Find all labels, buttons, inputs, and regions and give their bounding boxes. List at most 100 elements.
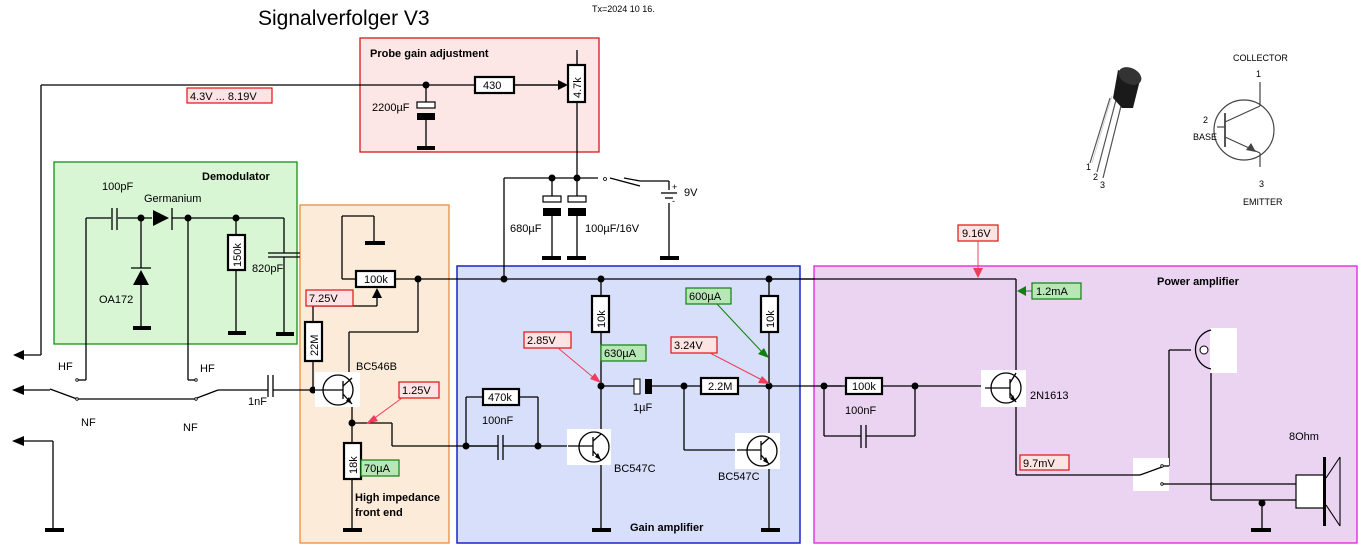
probe-output-arrow-icon [13, 350, 24, 360]
svg-text:630µA: 630µA [604, 348, 637, 360]
frontend-title-line1: High impedance [355, 492, 440, 504]
transistor-bc547c-left: BC547C [567, 429, 656, 475]
current-label-1-2ma: 1.2mA [1031, 282, 1082, 300]
hf-nf-switch-right[interactable] [193, 384, 221, 402]
svg-text:1µF: 1µF [633, 402, 652, 414]
capacitor-100nf-gain: 100nF [482, 415, 513, 460]
resistor-10k-right: 10k [759, 294, 780, 334]
svg-text:100k: 100k [852, 381, 876, 393]
power-block-title: Power amplifier [1157, 276, 1240, 288]
resistor-100k-power: 100k [844, 376, 884, 396]
battery-9v: + - 9V [661, 182, 698, 206]
ground-icon [417, 146, 435, 150]
headphone-jack[interactable] [1194, 328, 1237, 373]
capacitor-680uf: 680µF [510, 195, 562, 235]
svg-text:2.2M: 2.2M [708, 381, 732, 393]
svg-text:470k: 470k [488, 392, 512, 404]
resistor-22m: 22M [303, 320, 324, 363]
capacitor-100pf: 100pF [102, 181, 133, 230]
svg-text:9V: 9V [684, 187, 698, 199]
capacitor-1uf: 1µF [633, 378, 652, 414]
current-label-630ua: 630µA [600, 344, 647, 362]
svg-text:BC547C: BC547C [614, 463, 656, 475]
gain-block-title: Gain amplifier [630, 522, 704, 534]
svg-text:70µA: 70µA [364, 463, 391, 475]
potentiometer-100k: 100k [354, 269, 397, 289]
svg-text:4.7k: 4.7k [572, 77, 584, 98]
diode-oa172: OA172 [99, 267, 151, 306]
capacitor-100nf-power: 100nF [845, 405, 876, 448]
svg-text:100pF: 100pF [102, 181, 133, 193]
svg-text:1: 1 [1256, 69, 1261, 79]
svg-text:100nF: 100nF [482, 415, 513, 427]
power-supply-wiring [503, 174, 679, 277]
svg-text:BASE: BASE [1193, 132, 1217, 142]
svg-text:-: - [672, 196, 675, 206]
svg-text:10k: 10k [596, 310, 608, 328]
transistor-bc546b: BC546B [313, 361, 397, 407]
svg-text:EMITTER: EMITTER [1243, 197, 1283, 207]
frontend-title-line2: front end [355, 507, 403, 519]
resistor-430: 430 [473, 75, 516, 95]
power-switch[interactable] [623, 177, 641, 182]
svg-text:100µF/16V: 100µF/16V [585, 223, 640, 235]
svg-text:100nF: 100nF [845, 405, 876, 417]
hf-nf-switch-left[interactable] [50, 384, 80, 402]
svg-text:18k: 18k [348, 456, 360, 474]
svg-text:8Ohm: 8Ohm [1289, 431, 1319, 443]
voltage-label-1-25v: 1.25V [398, 381, 440, 399]
resistor-2m2: 2.2M [699, 376, 740, 396]
resistor-18k: 18k [342, 441, 363, 481]
svg-text:COLLECTOR: COLLECTOR [1233, 53, 1288, 63]
switch-label-hf-right: HF [200, 363, 215, 375]
svg-text:9.7mV: 9.7mV [1023, 458, 1055, 470]
svg-text:9.16V: 9.16V [962, 228, 991, 240]
capacitor-820pf: 820pF [252, 252, 300, 275]
resistor-470k: 470k [481, 387, 521, 407]
potentiometer-4k7: 4.7k [514, 63, 587, 104]
voltage-label-9-7mv: 9.7mV [1019, 454, 1070, 471]
probe-block-title: Probe gain adjustment [370, 48, 489, 60]
transistor-bc547c-right: BC547C [718, 433, 780, 483]
frontend-wiring [309, 215, 605, 532]
switch-label-hf-left: HF [58, 361, 73, 373]
svg-text:100k: 100k [364, 274, 388, 286]
svg-text:680µF: 680µF [510, 223, 542, 235]
resistor-150k: 150k [226, 233, 247, 272]
svg-text:BC546B: BC546B [356, 361, 397, 373]
transistor-2n1613: 2N1613 [981, 370, 1069, 407]
svg-text:600µA: 600µA [689, 291, 722, 303]
power-amplifier-block [813, 265, 1358, 544]
svg-text:430: 430 [483, 80, 501, 92]
probe-gain-block [359, 37, 600, 153]
svg-text:2.85V: 2.85V [527, 335, 556, 347]
svg-text:1.25V: 1.25V [402, 385, 431, 397]
svg-text:22M: 22M [309, 335, 321, 356]
demodulator-wiring [85, 214, 294, 380]
voltage-arrow-icon [973, 268, 983, 278]
svg-text:1nF: 1nF [248, 396, 267, 408]
voltage-arrow-icon [366, 415, 378, 424]
resistor-10k-left: 10k [590, 294, 611, 334]
voltage-arrow-icon [590, 373, 601, 383]
diagram-title: Signalverfolger V3 [258, 7, 430, 30]
capacitor-100uf: 100µF/16V [567, 195, 640, 235]
current-label-70ua: 70µA [360, 459, 400, 477]
wiper-arrow-icon [558, 80, 568, 90]
svg-text:BC547C: BC547C [718, 471, 760, 483]
voltage-label-9-16v: 9.16V [957, 224, 999, 242]
svg-text:3: 3 [1259, 179, 1264, 189]
voltage-label-7-25v: 7.25V [305, 289, 354, 307]
svg-text:3.24V: 3.24V [674, 340, 703, 352]
demodulator-block-title: Demodulator [202, 171, 271, 183]
svg-text:1: 1 [1086, 162, 1091, 172]
svg-text:7.25V: 7.25V [309, 293, 338, 305]
svg-text:2N1613: 2N1613 [1030, 390, 1069, 402]
svg-text:4.3V ... 8.19V: 4.3V ... 8.19V [190, 91, 257, 103]
svg-text:Germanium: Germanium [144, 193, 201, 205]
capacitor-2200uf: 2200µF [372, 101, 436, 120]
demodulator-block [53, 161, 298, 345]
diode-germanium: Germanium [144, 193, 201, 230]
speaker-8ohm: 8Ohm [1289, 431, 1341, 527]
